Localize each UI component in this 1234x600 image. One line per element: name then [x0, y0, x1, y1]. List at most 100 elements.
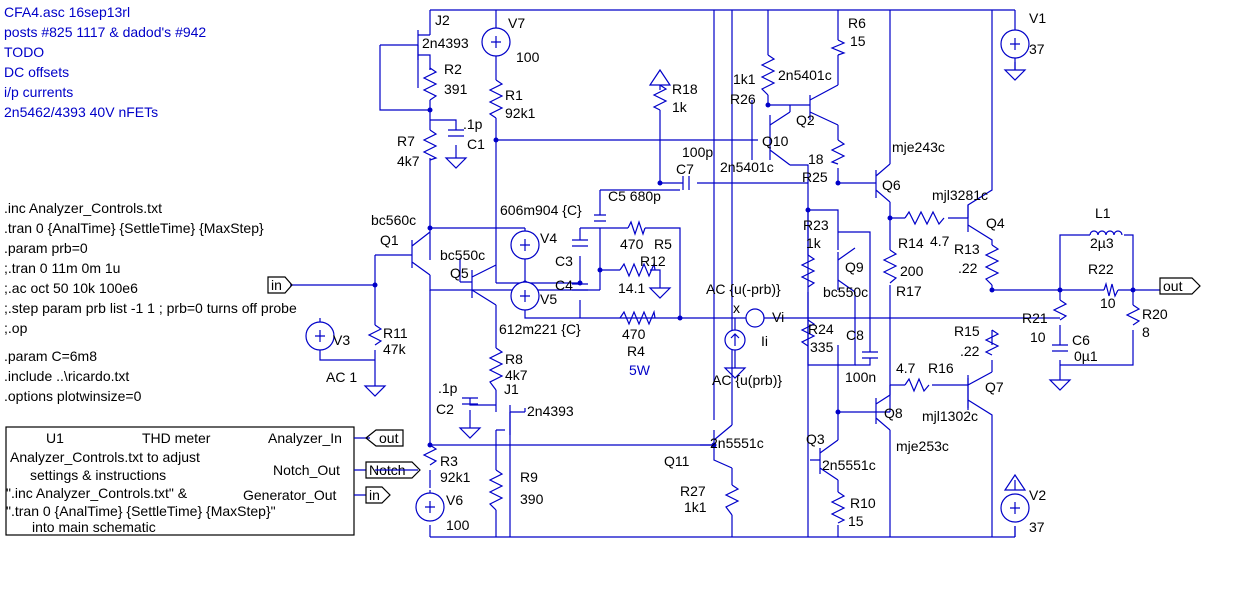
label: V6 — [446, 492, 463, 508]
j1-symbol — [509, 405, 526, 435]
thd-desc: settings & instructions — [30, 467, 166, 483]
r14-symbol — [904, 210, 945, 226]
label: 5W — [629, 362, 651, 378]
label: 10 — [1100, 295, 1116, 311]
label: R6 — [848, 15, 866, 31]
in-port[interactable]: in — [267, 276, 293, 294]
label: 100 — [446, 517, 470, 533]
label: L1 — [1095, 205, 1111, 221]
label: 335 — [810, 339, 834, 355]
label: 100n — [845, 369, 876, 385]
label: 1k — [672, 99, 688, 115]
header-line: TODO — [4, 44, 44, 60]
label: 0µ1 — [1074, 348, 1098, 364]
label: Q9 — [845, 259, 864, 275]
label: R2 — [444, 61, 462, 77]
label: 15 — [848, 513, 864, 529]
sources — [305, 27, 1030, 523]
r25-symbol — [830, 139, 846, 165]
label: AC {u(prb)} — [712, 372, 782, 388]
label: R17 — [896, 283, 922, 299]
label: 2n5401c — [778, 67, 832, 83]
v2-symbol — [1000, 493, 1030, 523]
label: Q11 — [664, 453, 690, 469]
component-labels: J2 2n4393 R2 391 R7 4k7 .1p C1 V7 100 R1… — [326, 10, 1168, 535]
label: .1p — [463, 116, 483, 132]
label: V4 — [540, 230, 557, 246]
junction-dots — [372, 102, 1136, 448]
r13-symbol — [984, 244, 1000, 286]
c1-symbol — [448, 129, 464, 137]
label: 47k — [383, 341, 407, 357]
label: Q3 — [806, 431, 825, 447]
label: .22 — [960, 343, 980, 359]
label: 15 — [850, 33, 866, 49]
label: R16 — [928, 360, 954, 376]
label: R11 — [383, 325, 408, 341]
label: R23 — [803, 217, 829, 233]
label: R27 — [680, 483, 706, 499]
label: 100p — [682, 144, 713, 160]
label: 200 — [900, 263, 924, 279]
thd-desc: ".inc Analyzer_Controls.txt" & — [6, 485, 188, 501]
label: R7 — [397, 133, 415, 149]
c7-symbol — [682, 176, 690, 190]
label: 1k1 — [684, 499, 707, 515]
directive: .include ..\ricardo.txt — [4, 368, 129, 384]
label: R12 — [640, 253, 666, 269]
label: R20 — [1142, 306, 1168, 322]
thd-meter-block[interactable]: U1 THD meter Analyzer_Controls.txt to ad… — [5, 426, 421, 536]
label: 606m904 {C} — [500, 202, 582, 218]
label: Q2 — [796, 112, 815, 128]
label: R4 — [627, 343, 645, 359]
thd-desc: into main schematic — [32, 519, 156, 535]
wires — [290, 9, 1160, 538]
r18-symbol — [652, 84, 668, 111]
r4-symbol — [619, 309, 656, 326]
header-line: DC offsets — [4, 64, 69, 80]
v3-symbol — [305, 321, 335, 351]
label: C3 — [555, 253, 573, 269]
label: C4 — [555, 277, 573, 293]
out-port[interactable]: out — [1159, 277, 1201, 295]
label: R13 — [954, 241, 980, 257]
label: V5 — [540, 291, 557, 307]
thd-pin-gen: Generator_Out — [243, 487, 336, 503]
label: Q7 — [985, 379, 1004, 395]
directive: ;.op — [4, 320, 28, 336]
label: Vi — [772, 309, 784, 325]
label: Q5 — [450, 265, 469, 281]
label: R18 — [672, 81, 698, 97]
r1-symbol — [488, 79, 504, 119]
v7-symbol — [481, 27, 511, 57]
thd-pin-in: Analyzer_In — [268, 430, 342, 446]
directive: .param C=6m8 — [4, 348, 97, 364]
label: AC {u(-prb)} — [706, 281, 781, 297]
label: 37 — [1029, 41, 1045, 57]
label: C5 680p — [608, 188, 661, 204]
label: C7 — [676, 161, 694, 177]
label: mje253c — [896, 438, 949, 454]
thd-desc: Analyzer_Controls.txt to adjust — [10, 449, 200, 465]
label: R24 — [808, 321, 834, 337]
label: V2 — [1029, 487, 1046, 503]
thd-name: U1 — [46, 430, 64, 446]
label: R8 — [505, 351, 523, 367]
label: 4k7 — [505, 367, 528, 383]
label: 92k1 — [505, 105, 536, 121]
r11-symbol — [367, 324, 383, 346]
label: R25 — [802, 169, 828, 185]
label: 2n5551c — [822, 457, 876, 473]
out-flag-label: out — [379, 430, 399, 446]
label: mje243c — [892, 139, 945, 155]
label: 37 — [1029, 519, 1045, 535]
transistors — [417, 30, 969, 435]
label: R26 — [730, 91, 756, 107]
c5-symbol — [594, 214, 606, 222]
c8-symbol — [862, 351, 878, 359]
label: V1 — [1029, 10, 1046, 26]
label: bc560c — [371, 212, 416, 228]
label: 92k1 — [440, 469, 471, 485]
label: AC 1 — [326, 369, 357, 385]
